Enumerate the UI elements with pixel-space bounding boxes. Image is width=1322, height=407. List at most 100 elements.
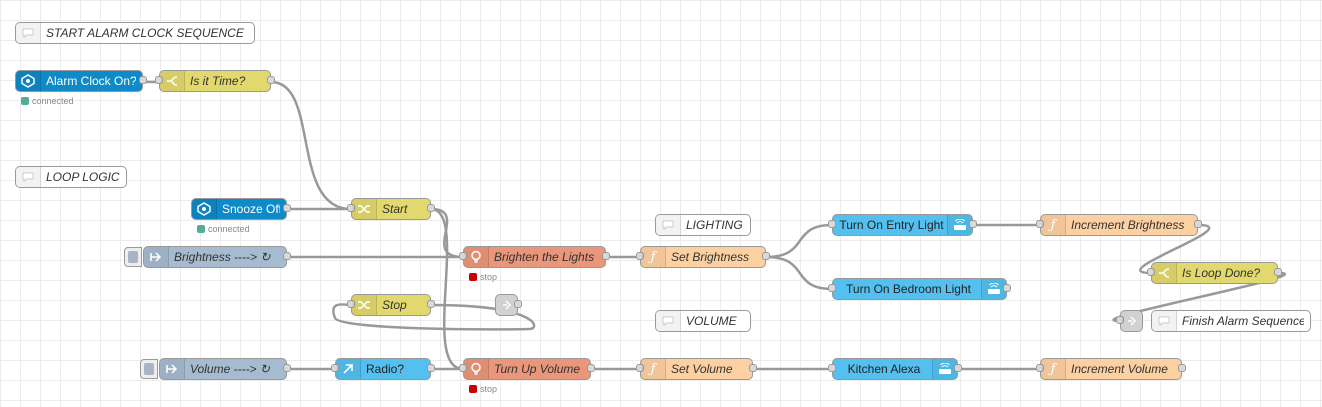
inject-trigger-button[interactable] <box>140 359 158 379</box>
node-set-volume[interactable]: ƒ Set Volume <box>636 358 757 380</box>
status-dot-icon <box>197 225 205 233</box>
router-icon <box>932 359 957 379</box>
input-port[interactable] <box>828 284 836 292</box>
output-port[interactable] <box>954 364 962 372</box>
status-stop: stop <box>469 384 497 394</box>
output-port[interactable] <box>969 220 977 228</box>
comment-label: LIGHTING <box>686 218 743 232</box>
output-port[interactable] <box>283 204 291 212</box>
node-increment-brightness[interactable]: ƒ Increment Brightness <box>1036 214 1202 236</box>
output-port[interactable] <box>427 204 435 212</box>
node-label: Set Volume <box>671 362 733 376</box>
comment-icon <box>656 311 681 331</box>
node-label: Brightness ----> ↻ <box>174 250 271 264</box>
comment-label: VOLUME <box>686 314 737 328</box>
comment-label: START ALARM CLOCK SEQUENCE <box>46 26 244 40</box>
comment-label: LOOP LOGIC <box>46 170 120 184</box>
node-is-it-time[interactable]: Is it Time? <box>155 70 275 92</box>
node-is-loop-done[interactable]: Is Loop Done? <box>1147 262 1282 284</box>
node-radio[interactable]: Radio? <box>331 358 435 380</box>
home-assistant-icon <box>16 71 41 91</box>
input-port[interactable] <box>331 364 339 372</box>
wire <box>765 223 833 259</box>
node-bedroom-light[interactable]: Turn On Bedroom Light <box>828 278 1011 300</box>
input-port[interactable] <box>1036 220 1044 228</box>
output-port[interactable] <box>1003 284 1011 292</box>
arrow-up-right-icon <box>336 359 361 379</box>
output-port[interactable] <box>749 364 757 372</box>
output-port[interactable] <box>283 252 291 260</box>
comment-icon <box>16 23 41 43</box>
node-label: Radio? <box>366 362 405 376</box>
input-port[interactable] <box>636 364 644 372</box>
output-port[interactable] <box>427 300 435 308</box>
arrow-in-icon <box>160 359 185 379</box>
output-port[interactable] <box>1194 220 1202 228</box>
output-port[interactable] <box>762 252 770 260</box>
node-turn-up-volume[interactable]: Turn Up Volume <box>459 358 595 380</box>
node-volume-inject[interactable]: Volume ----> ↻ <box>159 358 291 380</box>
node-label: Increment Brightness <box>1071 218 1185 232</box>
comment-loop-logic[interactable]: LOOP LOGIC <box>15 166 127 188</box>
node-link-in-finish[interactable] <box>1116 310 1143 332</box>
lightbulb-icon <box>464 247 489 267</box>
comment-lighting[interactable]: LIGHTING <box>655 214 751 236</box>
arrow-in-icon <box>144 247 169 267</box>
input-port[interactable] <box>347 300 355 308</box>
inject-trigger-button[interactable] <box>124 247 142 267</box>
comment-icon <box>1152 311 1177 331</box>
input-port[interactable] <box>155 76 163 84</box>
node-brightness-inject[interactable]: Brightness ----> ↻ <box>143 246 291 268</box>
node-set-brightness[interactable]: ƒ Set Brightness <box>636 246 770 268</box>
output-port[interactable] <box>587 364 595 372</box>
function-icon: ƒ <box>641 247 666 267</box>
node-label: Stop <box>382 298 407 312</box>
shuffle-icon <box>352 295 377 315</box>
status-dot-icon <box>469 273 477 281</box>
output-port[interactable] <box>139 76 147 84</box>
input-port[interactable] <box>1147 268 1155 276</box>
node-increment-volume[interactable]: ƒ Increment Volume <box>1036 358 1186 380</box>
output-port[interactable] <box>514 300 522 308</box>
input-port[interactable] <box>636 252 644 260</box>
input-port[interactable] <box>1116 316 1124 324</box>
node-stop[interactable]: Stop <box>347 294 435 316</box>
output-port[interactable] <box>283 364 291 372</box>
node-label: Turn On Bedroom Light <box>846 282 971 296</box>
comment-volume[interactable]: VOLUME <box>655 310 751 332</box>
input-port[interactable] <box>828 220 836 228</box>
home-assistant-icon <box>192 199 217 219</box>
input-port[interactable] <box>1036 364 1044 372</box>
comment-icon <box>16 167 41 187</box>
output-port[interactable] <box>1178 364 1186 372</box>
node-label: Turn On Entry Light <box>839 218 944 232</box>
node-label: Alarm Clock On? <box>46 74 136 88</box>
input-port[interactable] <box>828 364 836 372</box>
node-brighten-lights[interactable]: Brighten the Lights <box>459 246 610 268</box>
comment-label: Finish Alarm Sequence <box>1182 314 1304 328</box>
status-connected: connected <box>197 224 250 234</box>
node-alarm-clock-on[interactable]: Alarm Clock On? <box>15 70 147 92</box>
wire <box>765 255 833 291</box>
output-port[interactable] <box>427 364 435 372</box>
output-port[interactable] <box>267 76 275 84</box>
status-stop: stop <box>469 272 497 282</box>
function-icon: ƒ <box>1041 215 1066 235</box>
node-label: Volume ----> ↻ <box>190 362 270 376</box>
input-port[interactable] <box>459 364 467 372</box>
node-start[interactable]: Start <box>347 198 435 220</box>
link-icon <box>1121 311 1142 331</box>
link-icon <box>496 295 517 315</box>
node-entry-light[interactable]: Turn On Entry Light <box>828 214 977 236</box>
comment-start-alarm[interactable]: START ALARM CLOCK SEQUENCE <box>15 22 255 44</box>
node-link-out-loop[interactable] <box>495 294 522 316</box>
input-port[interactable] <box>347 204 355 212</box>
input-port[interactable] <box>459 252 467 260</box>
comment-finish[interactable]: Finish Alarm Sequence <box>1151 310 1311 332</box>
node-kitchen-alexa[interactable]: Kitchen Alexa <box>828 358 962 380</box>
node-label: Kitchen Alexa <box>847 362 921 376</box>
output-port[interactable] <box>1274 268 1282 276</box>
node-snooze-off[interactable]: Snooze Off <box>191 198 291 220</box>
output-port[interactable] <box>602 252 610 260</box>
switch-icon <box>1152 263 1177 283</box>
